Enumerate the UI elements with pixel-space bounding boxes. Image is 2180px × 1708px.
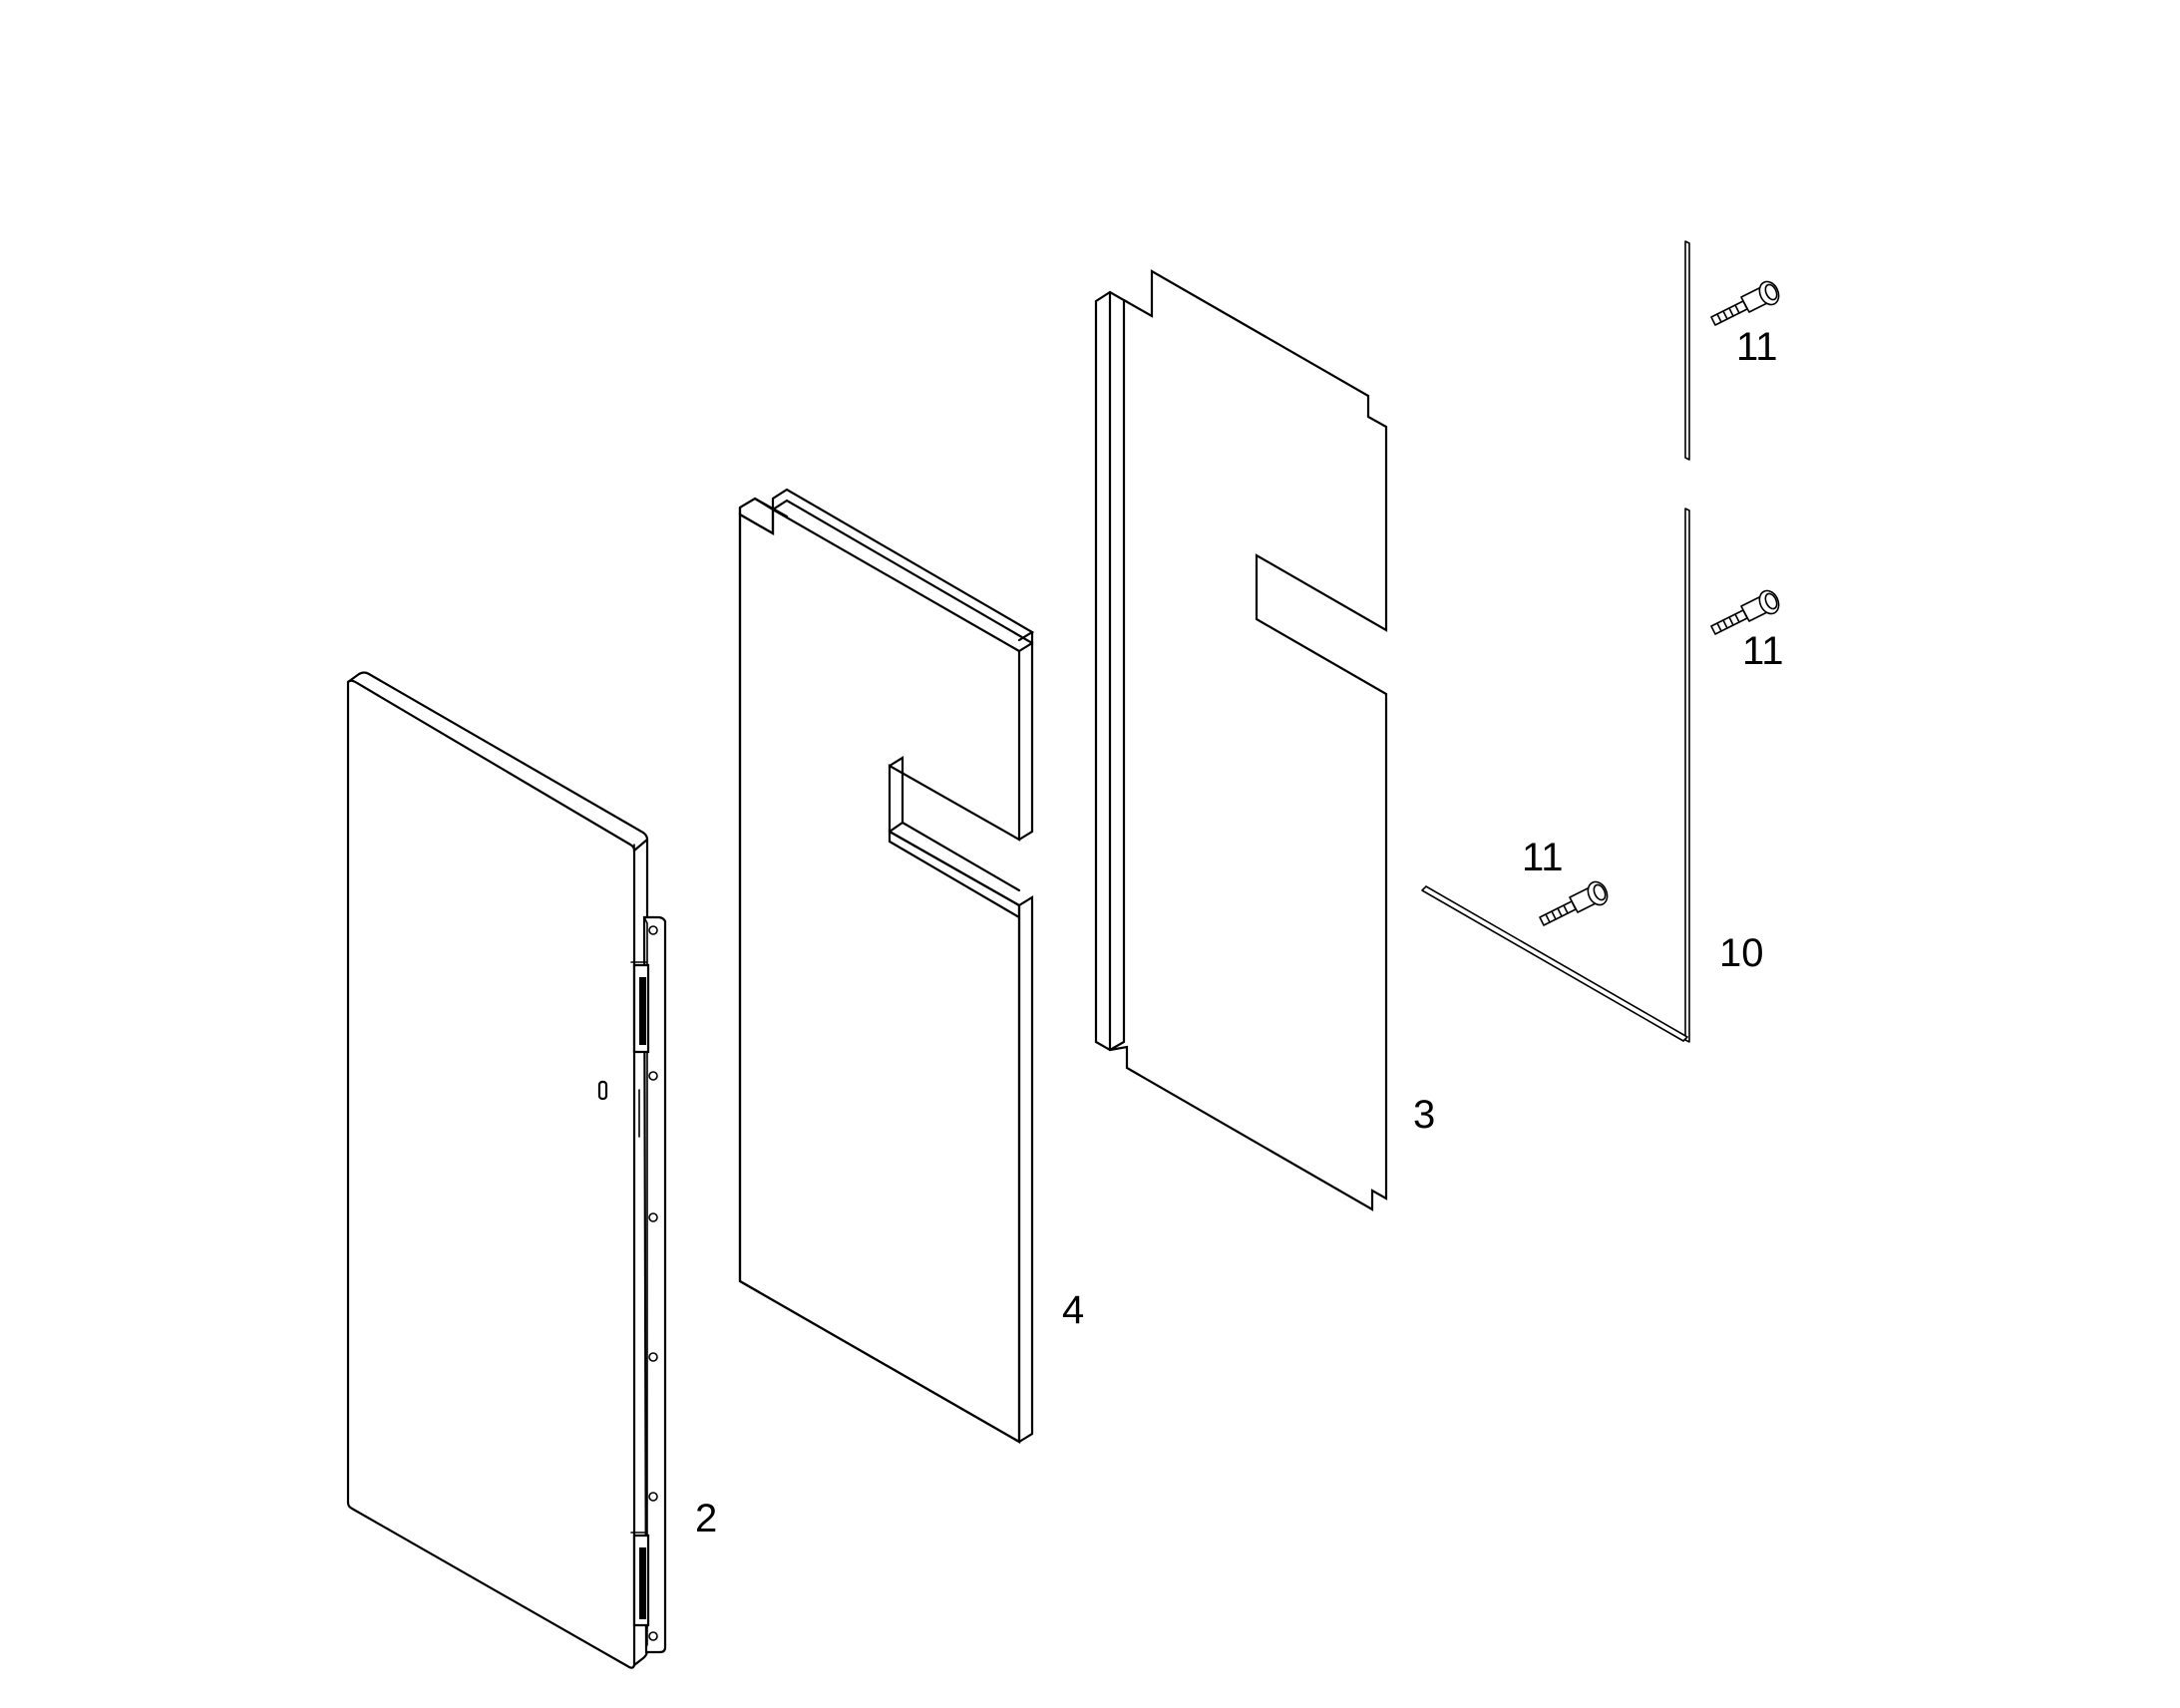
insulation-panel-part-4 bbox=[738, 488, 1035, 1444]
callout-11-low: 11 bbox=[1522, 836, 1564, 879]
screw-low-part-11 bbox=[1539, 880, 1609, 926]
screw-mid-part-11 bbox=[1710, 589, 1780, 635]
callout-11-mid: 11 bbox=[1742, 629, 1784, 673]
callout-3: 3 bbox=[1413, 1093, 1435, 1137]
strip-part-10 bbox=[1421, 240, 1690, 1043]
callout-4: 4 bbox=[1062, 1288, 1084, 1332]
callout-11-top: 11 bbox=[1736, 325, 1778, 369]
callout-10: 10 bbox=[1719, 931, 1764, 975]
door-panel-part-2 bbox=[346, 671, 667, 1669]
screw-top-part-11 bbox=[1710, 280, 1780, 326]
callout-2: 2 bbox=[695, 1497, 717, 1540]
back-panel-part-3 bbox=[1094, 269, 1388, 1211]
